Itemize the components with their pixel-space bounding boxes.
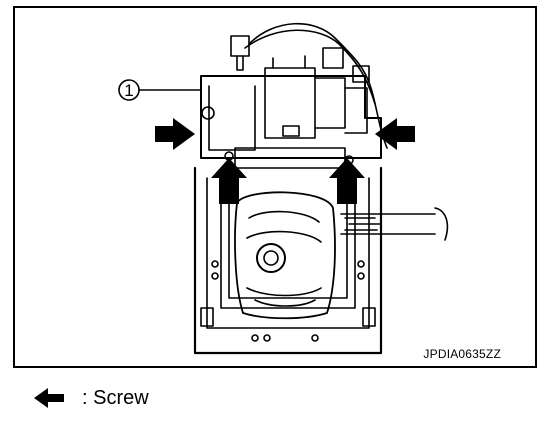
- screw-arrow-left: [155, 118, 195, 150]
- image-code: JPDIA0635ZZ: [423, 347, 501, 361]
- shifter-bracket: [220, 187, 356, 309]
- screw-arrow-right: [375, 118, 415, 150]
- legend: : Screw: [34, 383, 149, 413]
- console-bezel: [193, 166, 383, 355]
- solid-arrow-left-icon: [34, 388, 64, 408]
- shifter-assembly-illustration: 1: [118, 22, 449, 355]
- callout-number: 1: [124, 81, 133, 100]
- shift-unit-housing: [200, 75, 382, 159]
- top-connector: [230, 35, 250, 57]
- screw-arrow-bottom-right: [329, 158, 365, 204]
- shift-boot: [234, 191, 336, 320]
- diagram-frame: 1 JPDIA0635ZZ: [13, 6, 537, 368]
- wire-harness: [248, 22, 388, 149]
- legend-text: : Screw: [82, 386, 149, 409]
- screw-arrow-bottom-left: [211, 158, 247, 204]
- shift-lever-socket: [256, 243, 286, 273]
